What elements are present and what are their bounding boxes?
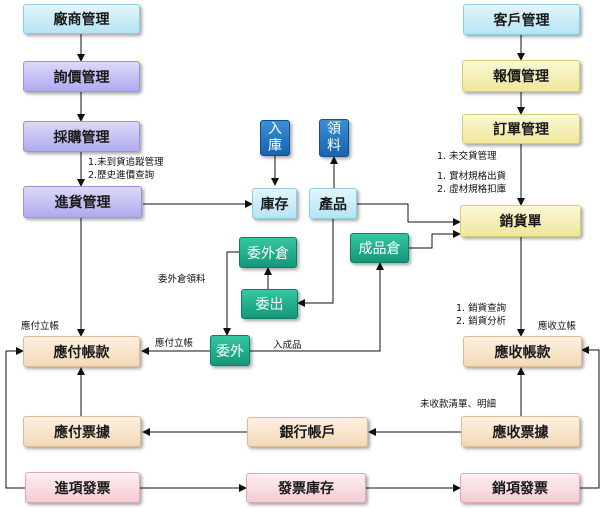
receiving-note: 1.未到貨追蹤管理 2.歷史進價查詢 <box>88 156 164 182</box>
order-mgmt-box[interactable]: 訂單管理 <box>462 114 580 144</box>
bank-account-box[interactable]: 銀行帳戶 <box>247 417 368 447</box>
sales-note-line1: 1. 銷貨查詢 <box>456 303 507 314</box>
payable-bill-box[interactable]: 應付票據 <box>23 416 141 447</box>
requisition-box[interactable]: 領 料 <box>319 119 349 157</box>
sales-invoice-box[interactable]: 銷項發票 <box>460 473 580 503</box>
invoice-stock-box[interactable]: 發票庫存 <box>246 473 366 503</box>
sales-order-box[interactable]: 銷貨單 <box>460 205 581 237</box>
finished-warehouse-label: 成品倉 <box>358 241 401 257</box>
order-note-line1: 1. 未交貨管理 <box>437 151 497 162</box>
receivable-post-note: 應收立帳 <box>538 321 577 332</box>
sales-invoice-label: 銷項發票 <box>492 481 548 497</box>
requisition-label-line1: 領 <box>327 121 341 137</box>
quote-mgmt-box[interactable]: 報價管理 <box>462 60 580 92</box>
stock-in-label-line1: 入 <box>268 121 282 137</box>
receiving-note-line2: 2.歷史進價查詢 <box>88 170 155 181</box>
purchase-invoice-box[interactable]: 進項發票 <box>25 472 140 503</box>
product-label: 產品 <box>319 196 347 213</box>
purchase-invoice-label: 進項發票 <box>54 480 111 497</box>
purchase-mgmt-box[interactable]: 採購管理 <box>23 121 140 152</box>
stock-in-label-line2: 庫 <box>268 138 282 154</box>
product-box[interactable]: 產品 <box>309 188 357 219</box>
inquiry-mgmt-label: 詢價管理 <box>53 69 110 86</box>
arrow-outsource-to-finished <box>250 262 384 352</box>
receiving-mgmt-box[interactable]: 進貨管理 <box>23 186 142 218</box>
payable-account-box[interactable]: 應付帳款 <box>23 336 140 367</box>
order-mgmt-label: 訂單管理 <box>493 122 549 138</box>
inquiry-mgmt-box[interactable]: 詢價管理 <box>23 61 140 92</box>
outsource-label: 委外 <box>216 343 244 360</box>
bank-account-label: 銀行帳戶 <box>279 425 336 441</box>
quote-mgmt-label: 報價管理 <box>493 69 549 85</box>
arrow-finished-to-salesorder <box>409 230 461 249</box>
payable-post-mid-note: 應付立帳 <box>155 338 194 349</box>
arrow-purchaseinvoice-to-payable <box>5 347 25 489</box>
outsource-box[interactable]: 委外 <box>210 335 250 366</box>
receivable-account-label: 應收帳款 <box>494 344 551 361</box>
requisition-label-line2: 料 <box>327 138 341 154</box>
sales-note-line2: 2. 銷貨分析 <box>456 316 507 327</box>
outsource-warehouse-label: 委外倉 <box>247 245 289 262</box>
order-note-line3: 2. 虛材規格扣庫 <box>437 184 507 195</box>
order-note: 1. 未交貨管理 1. 實材規格出貨 2. 虛材規格扣庫 <box>437 150 506 196</box>
customer-mgmt-label: 客戶管理 <box>493 12 550 29</box>
receivable-account-box[interactable]: 應收帳款 <box>463 336 582 367</box>
invoice-stock-label: 發票庫存 <box>278 481 334 497</box>
outsource-out-box[interactable]: 委出 <box>241 289 298 319</box>
payable-bill-label: 應付票據 <box>54 424 110 441</box>
unpaid-list-note: 未收款清單、明細 <box>420 399 497 410</box>
arrow-warehouse-to-outsource <box>223 251 239 336</box>
outsource-out-label: 委出 <box>255 297 284 313</box>
sales-note: 1. 銷貨查詢 2. 銷貨分析 <box>456 302 506 328</box>
receiving-note-line1: 1.未到貨追蹤管理 <box>88 157 164 168</box>
inventory-label: 庫存 <box>260 196 289 213</box>
payable-post-left-note: 應付立帳 <box>21 321 60 332</box>
receivable-bill-box[interactable]: 應收票據 <box>461 416 580 447</box>
arrow-salesinvoice-to-receivable <box>580 346 600 489</box>
receivable-bill-label: 應收票據 <box>492 424 549 441</box>
order-note-line2: 1. 實材規格出貨 <box>437 171 507 182</box>
customer-mgmt-box[interactable]: 客戶管理 <box>463 4 580 35</box>
arrow-product-to-salesorder <box>357 203 461 226</box>
finished-in-note: 入成品 <box>273 340 302 351</box>
stock-in-box[interactable]: 入 庫 <box>260 120 290 156</box>
payable-account-label: 應付帳款 <box>53 344 110 361</box>
vendor-mgmt-label: 廠商管理 <box>53 12 110 28</box>
sales-order-label: 銷貨單 <box>499 214 542 230</box>
vendor-mgmt-box[interactable]: 廠商管理 <box>23 4 140 34</box>
inventory-box[interactable]: 庫存 <box>252 188 297 219</box>
purchase-mgmt-label: 採購管理 <box>53 129 110 146</box>
finished-warehouse-box[interactable]: 成品倉 <box>350 233 409 263</box>
arrow-product-to-outsourceout <box>297 219 334 307</box>
outsource-req-note: 委外倉領料 <box>158 274 206 285</box>
receiving-mgmt-label: 進貨管理 <box>54 195 111 211</box>
outsource-warehouse-box[interactable]: 委外倉 <box>239 237 297 268</box>
